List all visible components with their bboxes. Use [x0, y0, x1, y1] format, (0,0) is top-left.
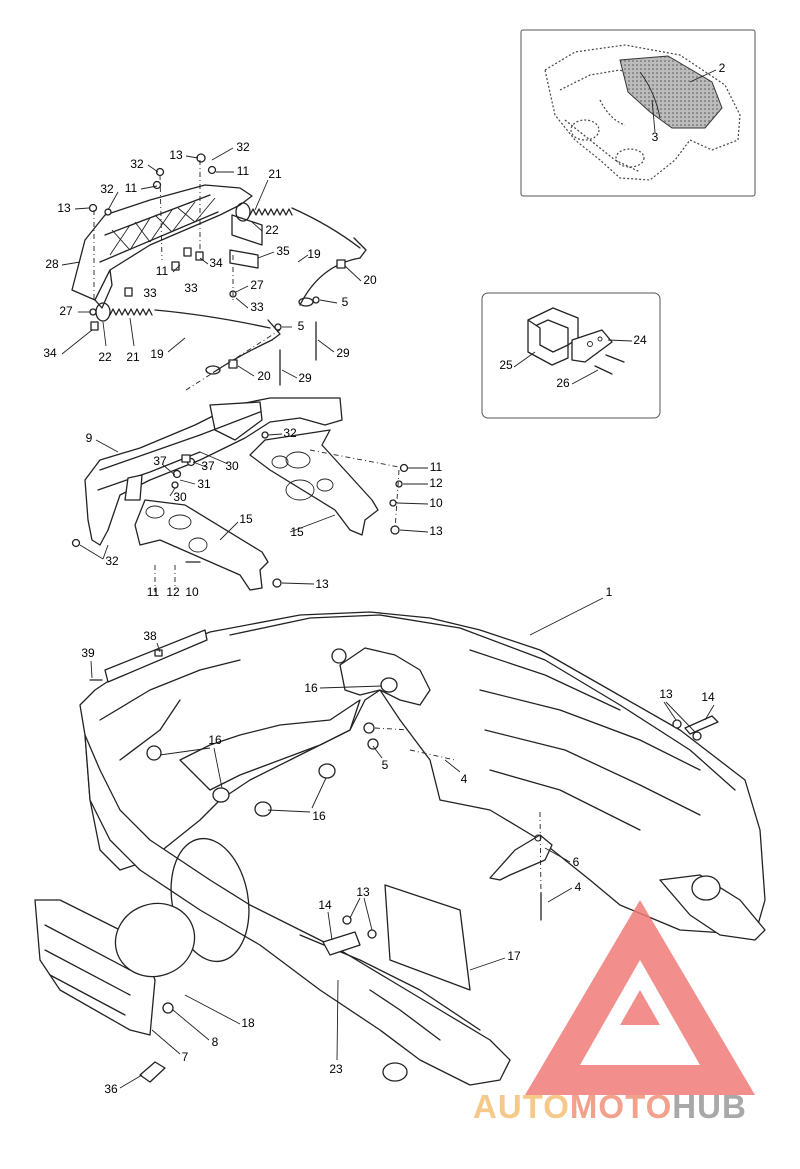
front-bumper-assembly [71, 397, 429, 592]
logo-word-hub: HUB [672, 1088, 747, 1125]
callout-32: 32 [105, 554, 119, 568]
callout-19: 19 [307, 247, 321, 261]
callout-2: 2 [719, 61, 726, 75]
callout-36: 36 [104, 1082, 118, 1096]
callout-16: 16 [208, 733, 222, 747]
callout-32: 32 [100, 182, 114, 196]
callout-34: 34 [43, 346, 57, 360]
inset-chassis-grille [520, 29, 756, 197]
callout-5: 5 [342, 295, 349, 309]
callout-32: 32 [130, 157, 144, 171]
logo-word-auto: AUTO [473, 1088, 570, 1125]
callout-22: 22 [265, 223, 279, 237]
callout-4: 4 [575, 880, 582, 894]
callout-11: 11 [430, 460, 443, 474]
callout-33: 33 [143, 286, 157, 300]
callout-23: 23 [329, 1062, 343, 1076]
callout-14: 14 [318, 898, 332, 912]
callout-32: 32 [283, 426, 297, 440]
callout-13: 13 [429, 524, 443, 538]
callout-13: 13 [356, 885, 370, 899]
callout-18: 18 [241, 1016, 255, 1030]
callout-28: 28 [45, 257, 59, 271]
callout-1: 1 [606, 585, 613, 599]
callout-35: 35 [276, 244, 290, 258]
callout-27: 27 [250, 278, 264, 292]
callout-24: 24 [633, 333, 647, 347]
callout-34: 34 [209, 256, 223, 270]
callout-11: 11 [147, 585, 160, 599]
callout-13: 13 [659, 687, 673, 701]
callout-14: 14 [701, 690, 715, 704]
callout-21: 21 [268, 167, 282, 181]
callout-4: 4 [461, 772, 468, 786]
callout-29: 29 [298, 371, 312, 385]
callout-10: 10 [429, 496, 443, 510]
callout-6: 6 [573, 855, 580, 869]
callout-20: 20 [363, 273, 377, 287]
callout-37: 37 [201, 459, 215, 473]
callout-10: 10 [185, 585, 199, 599]
callout-5: 5 [382, 758, 389, 772]
callout-22: 22 [98, 350, 112, 364]
callout-12: 12 [429, 476, 443, 490]
callout-21: 21 [126, 350, 140, 364]
callout-30: 30 [225, 459, 239, 473]
callout-11: 11 [237, 164, 250, 178]
callout-8: 8 [212, 1035, 219, 1049]
callout-30: 30 [173, 490, 187, 504]
callout-20: 20 [257, 369, 271, 383]
callout-33: 33 [184, 281, 198, 295]
callout-7: 7 [182, 1050, 189, 1064]
callout-9: 9 [86, 431, 93, 445]
callout-11: 11 [125, 181, 138, 195]
callout-3: 3 [652, 130, 659, 144]
callout-11: 11 [156, 264, 169, 278]
callout-5: 5 [298, 319, 305, 333]
callout-13: 13 [57, 201, 71, 215]
main-body-shell [34, 597, 766, 1089]
callout-15: 15 [239, 512, 253, 526]
callout-13: 13 [315, 577, 329, 591]
callout-16: 16 [304, 681, 318, 695]
svg-text:AUTOMOTOHUB: AUTOMOTOHUB [473, 1088, 747, 1125]
callout-39: 39 [81, 646, 95, 660]
callout-29: 29 [336, 346, 350, 360]
callout-37: 37 [153, 454, 167, 468]
callout-26: 26 [556, 376, 570, 390]
callout-32: 32 [236, 140, 250, 154]
callout-12: 12 [166, 585, 180, 599]
upper-bumper-assembly [61, 147, 367, 391]
callout-31: 31 [197, 477, 211, 491]
callout-15: 15 [290, 525, 304, 539]
callout-19: 19 [150, 347, 164, 361]
automotohub-logo: AUTOMOTOHUB [473, 900, 755, 1125]
logo-word-moto: MOTO [570, 1088, 672, 1125]
callout-13: 13 [169, 148, 183, 162]
callout-33: 33 [250, 300, 264, 314]
inset-bracket [481, 292, 661, 419]
callout-17: 17 [507, 949, 521, 963]
callout-16: 16 [312, 809, 326, 823]
callout-25: 25 [499, 358, 513, 372]
callout-27: 27 [59, 304, 73, 318]
callout-38: 38 [143, 629, 157, 643]
